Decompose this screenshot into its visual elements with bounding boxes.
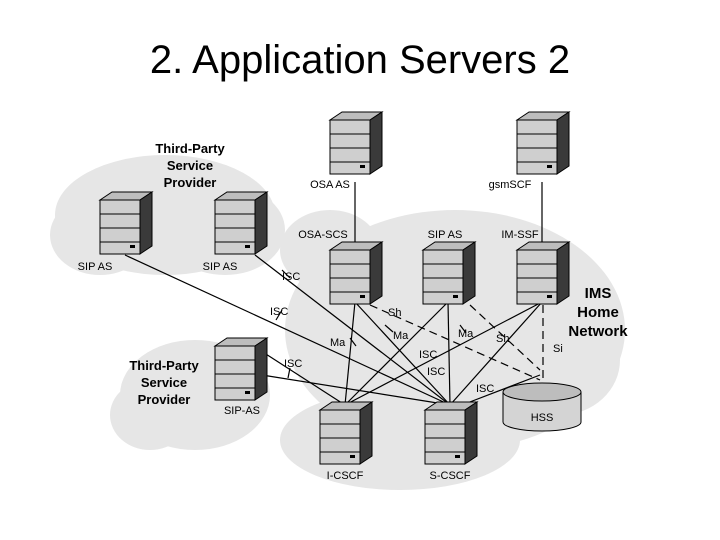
im-ssf-server	[516, 241, 570, 305]
s-cscf-label: S-CSCF	[430, 470, 471, 482]
third-party-bottom-label-2: Service	[141, 375, 187, 390]
slide-title: 2. Application Servers 2	[149, 38, 571, 82]
isc-label-4: ISC	[419, 349, 437, 361]
ma-label-3: Ma	[458, 328, 474, 340]
ma-label-2: Ma	[393, 330, 409, 342]
isc-label-6: ISC	[476, 383, 494, 395]
sip-as-1-label: SIP AS	[78, 261, 113, 273]
dashed-lines	[369, 304, 544, 382]
gsmscf-server	[516, 111, 570, 175]
osa-as-label: OSA AS	[310, 179, 350, 191]
si-label: Si	[553, 343, 563, 355]
osa-scs-server	[329, 241, 383, 305]
sip-as-third-party-server	[214, 337, 268, 401]
third-party-bottom-label-3: Provider	[138, 392, 191, 407]
i-cscf-server	[319, 401, 373, 465]
connection-lines	[124, 182, 543, 406]
ims-home-network-label-1: IMS	[585, 285, 612, 302]
sh-label-1: Sh	[388, 307, 401, 319]
ims-home-network-label-3: Network	[568, 323, 628, 340]
sip-as-server-2	[214, 191, 268, 255]
im-ssf-label: IM-SSF	[501, 229, 539, 241]
sip-as-third-party-label: SIP-AS	[224, 405, 260, 417]
third-party-top-label-1: Third-Party	[155, 141, 225, 156]
isc-label-3: ISC	[284, 358, 302, 370]
isc-label-1: ISC	[282, 271, 300, 283]
ims-home-network-label-2: Home	[577, 304, 619, 321]
sip-as-3-label: SIP AS	[428, 229, 463, 241]
isc-label-5: ISC	[427, 366, 445, 378]
osa-scs-label: OSA-SCS	[298, 229, 348, 241]
hss-label: HSS	[531, 412, 554, 424]
sip-as-2-label: SIP AS	[203, 261, 238, 273]
sip-as-server-3	[422, 241, 476, 305]
hss-database	[502, 382, 582, 432]
sip-as-server-1	[99, 191, 153, 255]
osa-as-server	[329, 111, 383, 175]
s-cscf-server	[424, 401, 478, 465]
isc-label-2: ISC	[270, 306, 288, 318]
third-party-top-label-2: Service	[167, 158, 213, 173]
third-party-top-label-3: Provider	[164, 175, 217, 190]
gsmscf-label: gsmSCF	[489, 179, 532, 191]
ma-label-1: Ma	[330, 337, 346, 349]
i-cscf-label: I-CSCF	[327, 470, 364, 482]
sh-label-2: Sh	[496, 333, 509, 345]
third-party-bottom-label-1: Third-Party	[129, 358, 199, 373]
